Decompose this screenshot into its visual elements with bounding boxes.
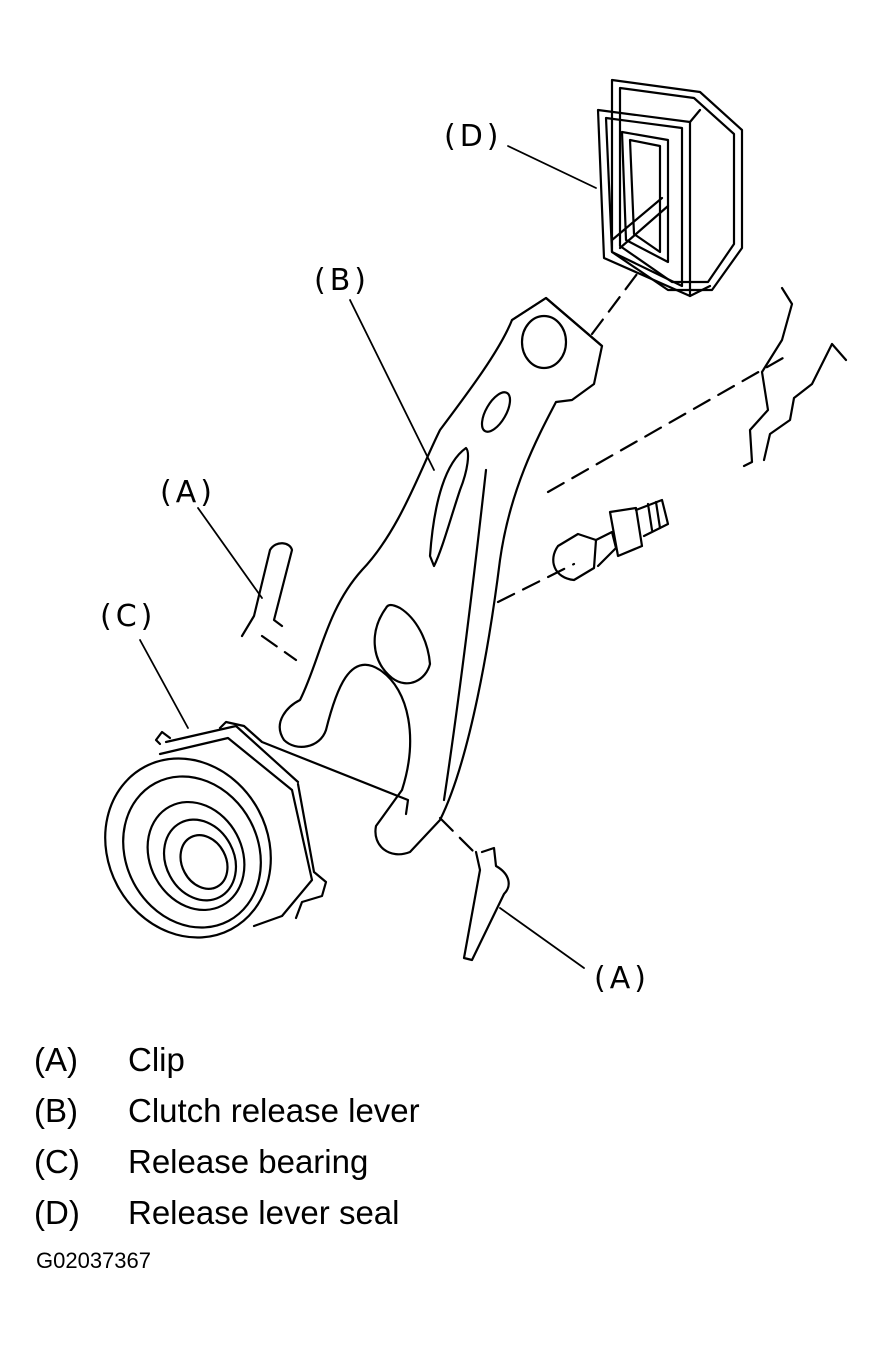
- callout-a-upper: (A): [160, 475, 216, 510]
- legend-row: (C) Release bearing: [34, 1136, 420, 1187]
- release-bearing-drawing: [104, 720, 410, 939]
- legend-label: Release lever seal: [128, 1193, 400, 1231]
- callout-d: (D): [444, 119, 503, 154]
- leader-lines: [139, 145, 597, 969]
- pivot-bolt-drawing: [552, 498, 670, 582]
- legend-key: (B): [34, 1091, 78, 1129]
- clutch-release-lever-drawing: [278, 296, 604, 856]
- clip-lower-drawing: [462, 846, 510, 962]
- legend-row: (B) Clutch release lever: [34, 1085, 420, 1136]
- legend-key: (D): [34, 1193, 80, 1231]
- legend-label: Clip: [128, 1040, 185, 1078]
- legend-label: Clutch release lever: [128, 1091, 420, 1129]
- callout-c: (C): [100, 599, 157, 634]
- legend-key: (C): [34, 1142, 80, 1180]
- release-lever-seal-drawing: [596, 78, 744, 298]
- callout-a-lower: (A): [594, 961, 650, 996]
- exploded-diagram: [104, 78, 848, 969]
- housing-edge-drawing: [742, 286, 848, 468]
- legend: (A) Clip (B) Clutch release lever (C) Re…: [34, 1034, 420, 1238]
- callout-b: (B): [314, 263, 370, 298]
- figure-id: G02037367: [36, 1248, 151, 1273]
- clip-upper-drawing: [240, 542, 294, 638]
- legend-row: (D) Release lever seal: [34, 1187, 420, 1238]
- assembly-dashed-lines: [260, 268, 792, 858]
- legend-label: Release bearing: [128, 1142, 369, 1180]
- legend-key: (A): [34, 1040, 78, 1078]
- legend-row: (A) Clip: [34, 1034, 420, 1085]
